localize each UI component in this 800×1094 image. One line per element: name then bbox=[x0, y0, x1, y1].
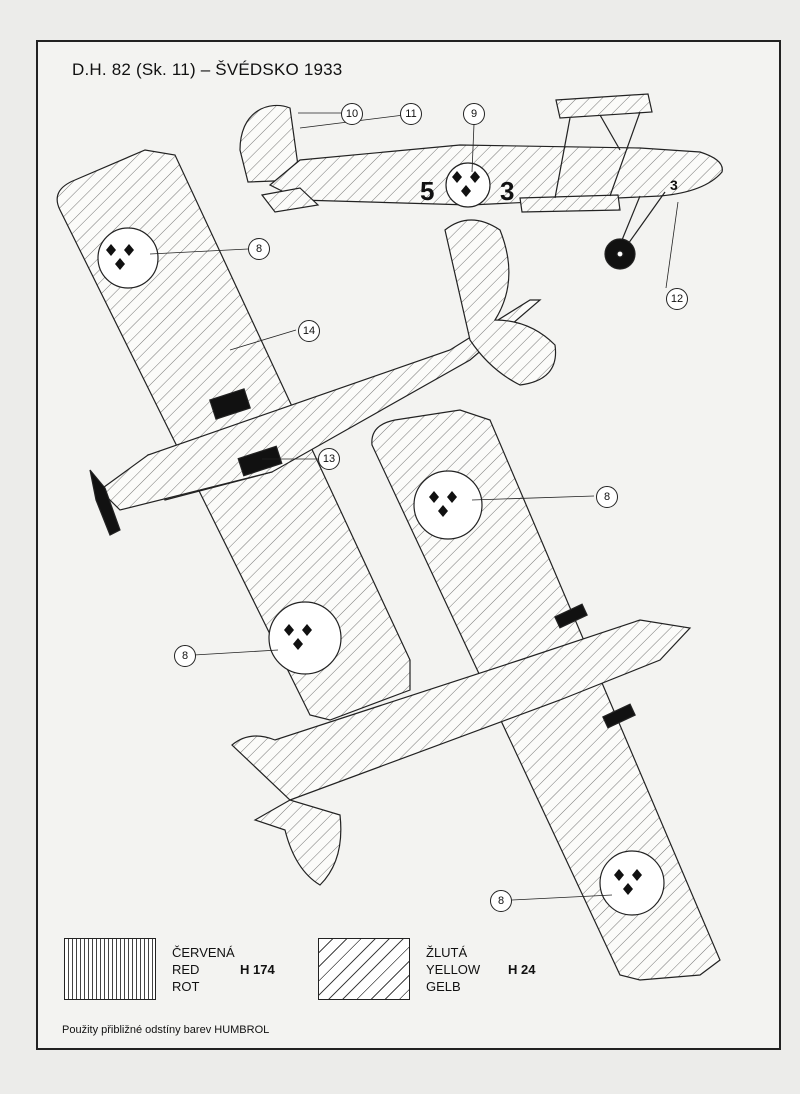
legend-swatch-yellow bbox=[318, 938, 410, 1000]
legend-name: RED bbox=[172, 962, 200, 977]
legend-names-red: ČERVENÁ RED ROT bbox=[172, 944, 235, 995]
bottom-tailplane bbox=[253, 799, 342, 886]
side-lower-wing bbox=[519, 194, 621, 213]
legend-swatch-red bbox=[64, 938, 156, 1000]
nose-number: 3 bbox=[670, 177, 678, 193]
callout-8-top-wing: 8 bbox=[248, 238, 270, 260]
top-fuselage bbox=[99, 299, 542, 511]
legend-name: YELLOW bbox=[426, 962, 481, 977]
side-upper-wing bbox=[555, 93, 653, 119]
bottom-fuselage bbox=[231, 619, 692, 801]
callout-8-top-lower: 8 bbox=[174, 645, 196, 667]
callout-8-bottom-wing: 8 bbox=[596, 486, 618, 508]
page-title: D.H. 82 (Sk. 11) – ŠVÉDSKO 1933 bbox=[72, 60, 343, 79]
callout-10: 10 bbox=[341, 103, 363, 125]
callout-12: 12 bbox=[666, 288, 688, 310]
legend-name: GELB bbox=[426, 979, 461, 994]
callout-9: 9 bbox=[463, 103, 485, 125]
bottom-view bbox=[231, 409, 721, 981]
legend-code-yellow: H 24 bbox=[508, 962, 536, 977]
legend-name: ŽLUTÁ bbox=[426, 945, 468, 960]
fuselage-number-left: 5 bbox=[420, 176, 434, 206]
callout-11: 11 bbox=[400, 103, 422, 125]
callout-14: 14 bbox=[298, 320, 320, 342]
top-tailplane bbox=[444, 219, 557, 386]
side-view bbox=[239, 93, 723, 270]
legend-name: ČERVENÁ bbox=[172, 945, 235, 960]
footnote: Použity přibližné odstíny barev HUMBROL bbox=[62, 1024, 270, 1036]
legend-code-red: H 174 bbox=[240, 962, 275, 977]
fuselage-number-right: 3 bbox=[500, 176, 514, 206]
legend-names-yellow: ŽLUTÁ YELLOW GELB bbox=[426, 944, 480, 995]
side-fuselage bbox=[268, 144, 723, 206]
callout-13: 13 bbox=[318, 448, 340, 470]
callout-8-bottom-lower: 8 bbox=[490, 890, 512, 912]
legend-name: ROT bbox=[172, 979, 200, 994]
top-view bbox=[56, 149, 557, 721]
side-fin bbox=[239, 104, 301, 183]
